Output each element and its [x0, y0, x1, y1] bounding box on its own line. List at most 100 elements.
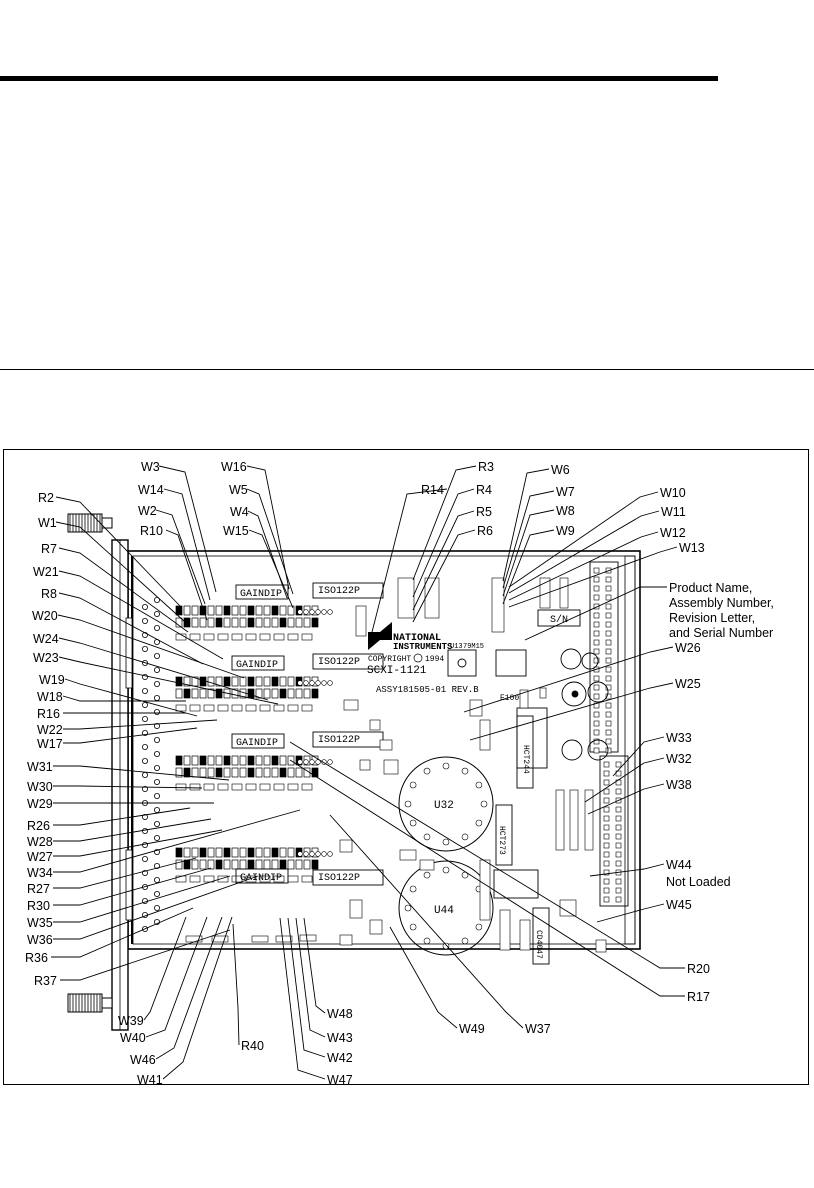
leader-r27 — [53, 857, 197, 889]
jumper-block — [239, 755, 247, 766]
rear-pin — [605, 666, 612, 673]
jumper-block — [263, 688, 271, 699]
resistor-pad — [301, 783, 313, 791]
resistor-pad — [189, 875, 201, 883]
jumper-block — [271, 605, 279, 616]
jumper-block — [239, 767, 247, 778]
label-w13: W13 — [679, 541, 705, 555]
product-note-line-1: Product Name, — [669, 581, 752, 595]
model-marking: SCXI-1121 — [367, 665, 427, 677]
rear-pin — [593, 693, 600, 700]
label-w49: W49 — [459, 1022, 485, 1036]
jumper-block — [263, 767, 271, 778]
label-w6: W6 — [551, 463, 570, 477]
rear-pin — [593, 639, 600, 646]
jumper-block — [279, 767, 287, 778]
label-w40: W40 — [120, 1031, 146, 1045]
copyright-mark: COPYRIGHT — [368, 655, 411, 664]
label-r6: R6 — [477, 524, 493, 538]
leader-w12 — [508, 531, 659, 601]
leader-r10 — [165, 529, 208, 621]
label-w8: W8 — [556, 504, 575, 518]
jumper-block — [311, 859, 319, 870]
resistor-pad — [287, 783, 299, 791]
label-w31: W31 — [27, 760, 53, 774]
rear-pin — [603, 815, 610, 822]
jumper-block — [183, 767, 191, 778]
leader-w28 — [53, 818, 212, 842]
label-w17: W17 — [37, 737, 63, 751]
label-w18: W18 — [37, 690, 63, 704]
jumper-block — [247, 617, 255, 628]
jumper-block — [247, 755, 255, 766]
panel-hole — [153, 751, 160, 758]
rear-pin — [615, 878, 622, 885]
leader-w47 — [279, 917, 326, 1080]
resistor-pad — [259, 633, 271, 641]
jumper-block — [231, 688, 239, 699]
jumper-block — [247, 767, 255, 778]
leader-w23 — [58, 656, 279, 705]
leader-w36 — [53, 875, 259, 940]
resistor-pad — [259, 875, 271, 883]
component — [379, 739, 393, 751]
leader-w21 — [58, 570, 224, 660]
panel-hole — [141, 618, 148, 625]
figure-frame — [3, 449, 809, 1085]
jumper-block — [239, 859, 247, 870]
transformer-pin — [461, 767, 469, 775]
rear-pin — [605, 711, 612, 718]
transformer-pin — [442, 942, 450, 950]
panel-hole — [153, 667, 160, 674]
jumper-block — [199, 617, 207, 628]
leader-w32 — [584, 757, 665, 803]
jumper-block — [239, 605, 247, 616]
jumper-block — [279, 847, 287, 858]
resistor-pad — [175, 633, 187, 641]
component — [369, 919, 383, 935]
pin-hole — [297, 851, 303, 857]
leader-r14 — [369, 488, 448, 641]
rear-pin — [593, 729, 600, 736]
jumper-block — [199, 755, 207, 766]
leader-r4 — [412, 488, 475, 598]
resistor-pad — [189, 704, 201, 712]
pin-hole — [309, 680, 315, 686]
label-r3: R3 — [478, 460, 494, 474]
jumper-block — [215, 755, 223, 766]
cd4047-marking: CD4047 — [534, 930, 543, 959]
label-w10: W10 — [660, 486, 686, 500]
pin-hole — [303, 851, 309, 857]
transformer-pin — [442, 866, 450, 874]
panel-hole — [153, 891, 160, 898]
transformer-pin — [423, 937, 431, 945]
transformer-pin — [475, 781, 483, 789]
resistor-pad — [175, 704, 187, 712]
rear-pin — [593, 576, 600, 583]
component — [559, 899, 577, 917]
resistor-pad — [287, 633, 299, 641]
pin-hole — [297, 759, 303, 765]
rear-pin — [603, 851, 610, 858]
panel-hole — [153, 905, 160, 912]
jumper-block — [207, 617, 215, 628]
label-r4: R4 — [476, 483, 492, 497]
pin-hole — [297, 609, 303, 615]
gaindip-1: GAINDIP — [240, 589, 282, 600]
panel-hole — [141, 758, 148, 765]
label-w2: W2 — [138, 504, 157, 518]
rear-pin — [593, 711, 600, 718]
jumper-block — [231, 755, 239, 766]
rear-pin — [603, 887, 610, 894]
label-w41: W41 — [137, 1073, 163, 1087]
rear-pin — [605, 639, 612, 646]
resistor-pad — [273, 633, 285, 641]
leader-w20 — [57, 614, 245, 679]
panel-hole — [153, 737, 160, 744]
leader-w30 — [53, 785, 203, 789]
jumper-block — [207, 847, 215, 858]
rear-pin — [615, 860, 622, 867]
jumper-block — [191, 755, 199, 766]
rear-pin — [605, 630, 612, 637]
jumper-block — [255, 755, 263, 766]
